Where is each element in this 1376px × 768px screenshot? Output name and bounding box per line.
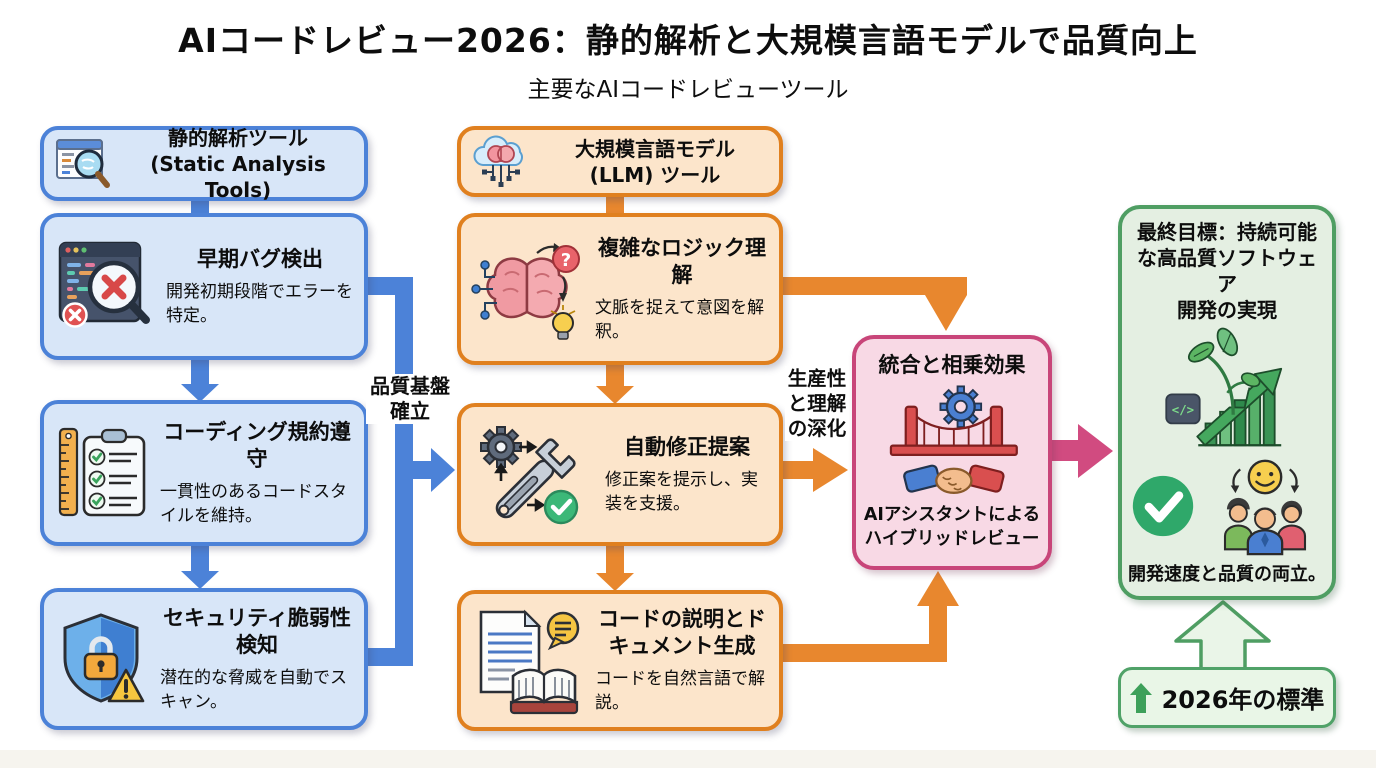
security-body: 潜在的な脅威を自動でスキャン。	[160, 667, 347, 712]
coding-standards-body: 一貫性のあるコードスタイルを維持。	[160, 481, 347, 526]
autofix-title: 自動修正提案	[624, 434, 750, 459]
route-top-segment	[783, 277, 967, 295]
gear-wrench-check-icon	[480, 425, 579, 524]
coding-standards-box: コーディング規約遵守 一貫性のあるコードスタイルを維持。	[40, 400, 368, 546]
early-bug-detection-box: 早期バグ検出 開発初期段階でエラーを特定。	[40, 213, 368, 360]
logic-title: 複雑なロジック理解	[598, 235, 766, 287]
security-title: セキュリティ脆弱性検知	[163, 605, 351, 657]
arrow-logic-to-autofix	[596, 364, 634, 404]
quality-foundation-label: 品質基盤確立	[366, 374, 454, 424]
ruler-checklist-icon	[58, 427, 146, 517]
check-circle-icon	[1132, 475, 1194, 537]
team-smiley-icon	[1223, 459, 1307, 556]
static-header-subtitle: (Static Analysis Tools)	[150, 151, 326, 202]
code-window-error-icon	[58, 241, 150, 328]
integration-title: 統合と相乗効果	[878, 353, 1026, 377]
page-title: AIコードレビュー2026：静的解析と大規模言語モデルで品質向上	[178, 21, 1198, 60]
llm-tools-header-box: 大規模言語モデル (LLM) ツール	[457, 126, 783, 197]
gear-glyph	[939, 385, 983, 429]
window-magnifier-icon	[56, 138, 110, 188]
brain-logic-icon: ?	[471, 243, 580, 340]
connector-static-header	[191, 198, 209, 215]
route-bottom-segment	[783, 644, 947, 662]
early-bug-body: 開発初期段階でエラーを特定。	[166, 281, 353, 326]
docs-body: コードを自然言語で解説。	[595, 669, 765, 713]
llm-column-arrows	[596, 195, 967, 662]
bridge-handshake-gear-icon	[889, 385, 1018, 494]
shield-lock-warning-icon	[63, 613, 145, 703]
goal-box: 最終目標：持続可能 な高品質ソフトウェア 開発の実現	[1118, 205, 1336, 600]
integration-caption: AIアシスタントによる ハイブリッドレビュー	[864, 503, 1040, 551]
security-text: セキュリティ脆弱性検知 潜在的な脅威を自動でスキャン。	[160, 605, 354, 714]
merge-bottom-segment	[368, 648, 413, 666]
security-detection-box: セキュリティ脆弱性検知 潜在的な脅威を自動でスキャン。	[40, 588, 368, 730]
llm-header-text: 大規模言語モデル (LLM) ツール	[541, 136, 769, 188]
standard-to-goal-arrow	[1174, 600, 1271, 671]
goal-icons-row	[1130, 456, 1324, 556]
productivity-label: 生産性と理解の深化	[785, 366, 849, 441]
goal-caption: 開発速度と品質の両立。	[1128, 564, 1326, 585]
arrow-into-integration-left	[813, 448, 848, 492]
logic-text: 複雑なロジック理解 文脈を捉えて意図を解釈。	[595, 235, 769, 344]
static-header-text: 静的解析ツール (Static Analysis Tools)	[122, 125, 354, 203]
arrow-bug-to-standards	[181, 359, 219, 402]
llm-header-subtitle: (LLM) ツール	[589, 162, 721, 187]
connector-llm-header	[606, 195, 624, 214]
integration-caption-line2: ハイブリッドレビュー	[864, 529, 1040, 549]
goal-title: 最終目標：持続可能 な高品質ソフトウェア 開発の実現	[1128, 219, 1326, 323]
gear-glyph	[480, 425, 522, 468]
docs-text: コードの説明とドキュメント生成 コードを自然言語で解説。	[595, 606, 769, 715]
merge-trunk	[395, 277, 413, 666]
cloud-brain-icon	[473, 135, 523, 187]
merge-branch	[412, 461, 431, 479]
arrow-standards-to-security	[181, 544, 219, 589]
goal-title-line1: 最終目標：持続可能	[1137, 220, 1317, 244]
arrow-autofix-to-docs	[596, 544, 634, 591]
arrow-into-integration-top	[925, 295, 967, 331]
question-mark-glyph: ?	[561, 250, 571, 271]
page-subtitle: 主要なAIコードレビューツール	[527, 77, 849, 103]
docs-title: コードの説明とドキュメント生成	[598, 607, 766, 658]
standard-2026-badge: 2026年の標準	[1118, 667, 1336, 728]
goal-title-line3: 開発の実現	[1177, 298, 1277, 322]
early-bug-title: 早期バグ検出	[197, 246, 323, 271]
arrow-into-integration-bottom	[917, 571, 959, 606]
route-mid-segment	[783, 461, 814, 479]
static-tools-header-box: 静的解析ツール (Static Analysis Tools)	[40, 125, 368, 203]
document-book-icon	[479, 609, 580, 714]
route-bottom-riser	[929, 604, 947, 662]
integration-caption-line1: AIアシスタントによる	[863, 505, 1041, 525]
integration-box: 統合と相乗効果 AIアシスタントによる	[852, 335, 1052, 570]
code-badge-glyph: </>	[1172, 403, 1194, 417]
wrench-glyph	[495, 437, 576, 518]
docs-generation-box: コードの説明とドキュメント生成 コードを自然言語で解説。	[457, 590, 783, 731]
bottom-strip	[0, 750, 1376, 768]
coding-standards-title: コーディング規約遵守	[163, 419, 351, 471]
autofix-box: 自動修正提案 修正案を提示し、実装を支援。	[457, 403, 783, 546]
static-header-title: 静的解析ツール	[168, 125, 308, 150]
goal-title-line2: な高品質ソフトウェア	[1137, 246, 1317, 296]
logic-understanding-box: ? 複雑なロジック理解 文脈を捉えて意図を解釈。	[457, 213, 783, 365]
coding-standards-text: コーディング規約遵守 一貫性のあるコードスタイルを維持。	[160, 419, 354, 528]
growth-plant-chart-icon: </>	[1165, 327, 1283, 447]
logic-body: 文脈を捉えて意図を解釈。	[595, 297, 765, 342]
arrow-quality-foundation-head	[431, 448, 455, 492]
autofix-body: 修正案を提示し、実装を支援。	[605, 469, 758, 514]
llm-header-title: 大規模言語モデル	[575, 136, 735, 161]
up-arrow-icon	[1129, 682, 1152, 713]
autofix-text: 自動修正提案 修正案を提示し、実装を支援。	[605, 434, 769, 516]
early-bug-text: 早期バグ検出 開発初期段階でエラーを特定。	[166, 246, 354, 328]
standard-2026-label: 2026年の標準	[1161, 686, 1325, 714]
integration-to-goal-arrow	[1052, 424, 1113, 478]
